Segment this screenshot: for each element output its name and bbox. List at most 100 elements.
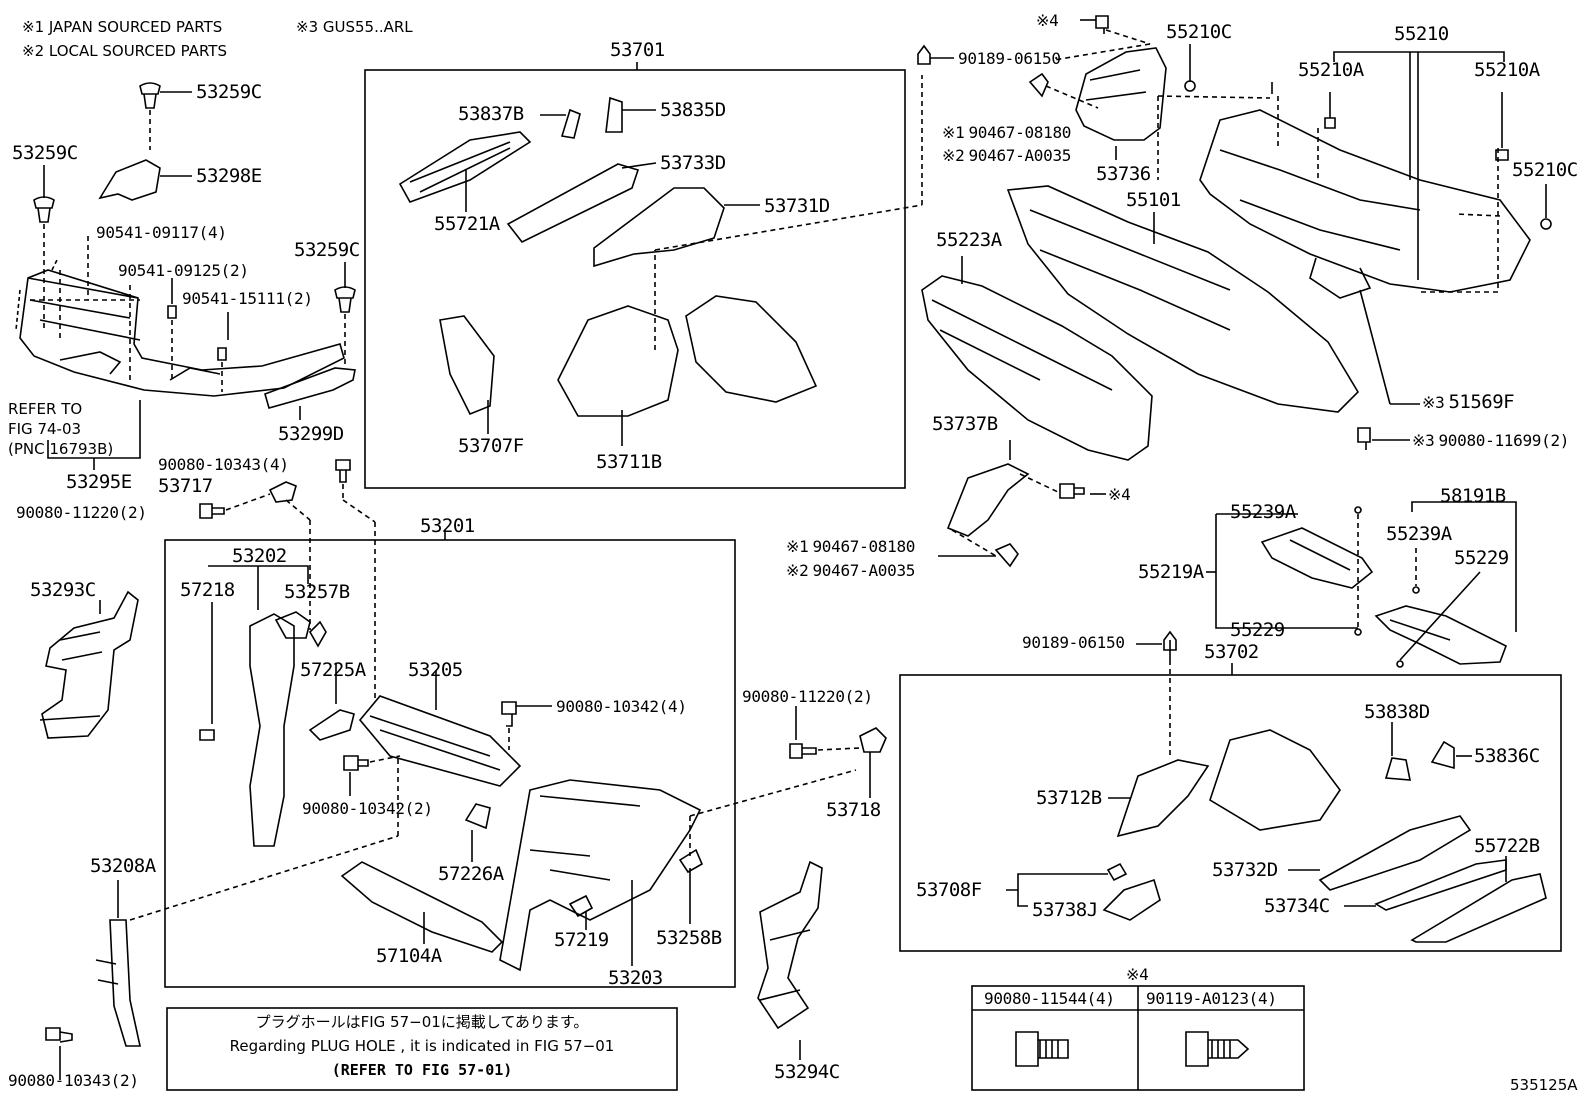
legend-note-2: ※2 LOCAL SOURCED PARTS [22,42,227,60]
insulator-55101 [1006,185,1360,413]
bolt-90080-10343-bottom [45,1027,73,1043]
bolt-90080-11544-drawing [1015,1031,1069,1067]
label-55219A: 55219A [1138,561,1204,583]
group-box-53201 [164,539,736,988]
footnote-ref: (REFER TO FIG 57-01) [331,1061,513,1079]
label-90080-10343-top: 90080-10343(4) [158,455,289,474]
label-90467-08180-top: 90467-08180 [968,123,1072,142]
label-90080-11699-text: 90080-11699(2) [1438,431,1570,450]
clip-53708F [1106,862,1128,882]
clip-55210A-right [1495,149,1509,161]
cowl-58191B [1374,605,1508,665]
marker-x3-51569F: ※3 [1422,393,1445,412]
label-55210: 55210 [1394,23,1449,45]
fastener-table [971,985,1305,1091]
label-53836C: 53836C [1474,745,1540,767]
bolt-90080-10342-right [501,701,517,727]
pillar-53208A [95,919,141,1047]
label-55229-right: 55229 [1454,547,1509,569]
label-90080-10342-right: 90080-10342(4) [556,697,687,716]
panel-53294C [757,860,823,1030]
label-53732D: 53732D [1212,859,1278,881]
clip-53259C-top [139,82,161,109]
bolt-90119-A0123-drawing [1185,1031,1250,1067]
marker-x1-mid-text: ※1 [786,537,809,556]
label-53738J: 53738J [1032,899,1098,921]
label-57104A: 57104A [376,945,442,967]
label-57218: 57218 [180,579,235,601]
bolt-clip-x4-mid [1059,483,1085,499]
label-55210A-right: 55210A [1474,59,1540,81]
label-53259C-top: 53259C [196,81,262,103]
label-55722B: 55722B [1474,835,1540,857]
rail-55722B [1410,873,1547,943]
support-57104A [340,861,504,953]
group-box-53701 [364,69,906,489]
label-57219: 57219 [554,929,609,951]
refer-line-2: FIG 74-03 [8,420,82,438]
fastener-table-marker: ※4 [1126,965,1149,984]
marker-x3-90080: ※3 [1412,431,1435,450]
label-53708F: 53708F [916,879,982,901]
label-51569F-text: 51569F [1448,391,1515,413]
pillar-57218-53202 [249,613,295,847]
label-53295E: 53295E [66,471,132,493]
label-53293C: 53293C [30,579,96,601]
bracket-57218 [199,729,215,741]
label-90467-A0035-mid: 90467-A0035 [812,561,916,580]
tray-55219A [1260,527,1374,589]
label-90467-A0035-top: 90467-A0035 [968,146,1072,165]
label-53837B: 53837B [458,103,524,125]
label-90080-11220-mid: 90080-11220(2) [742,687,873,706]
label-90080-10342-left: 90080-10342(2) [302,799,433,818]
marker-x4-mid: ※4 [1108,485,1131,504]
clip-90189-06150-top [917,44,931,65]
group-label-53701: 53701 [610,39,665,61]
label-55210A-left: 55210A [1298,59,1364,81]
label-57225A: 57225A [300,659,366,681]
bracket-53257B [309,620,327,648]
marker-x2-mid-text: ※2 [786,561,809,580]
clip-90467-mid [994,543,1019,568]
bracket-53838D [1384,757,1411,781]
label-55223A: 55223A [936,229,1002,251]
group-box-53702 [899,674,1562,952]
label-53717: 53717 [158,475,213,497]
label-55101: 55101 [1126,189,1181,211]
bracket-53718 [859,727,887,753]
undercover-53295E [19,269,345,397]
label-55239A-a: 55239A [1230,501,1296,523]
support-53205 [358,695,522,787]
label-90080-11220-left: 90080-11220(2) [16,503,147,522]
group-label-53702: 53702 [1204,641,1259,663]
bracket-53837B [560,108,581,139]
bracket-53258B [678,848,704,874]
panel-53298E [98,159,161,201]
bracket-53717 [268,481,297,503]
bracket-57225A [308,709,355,741]
label-55210C-top: 55210C [1166,21,1232,43]
legend-note-3: ※3 GUS55..ARL [296,18,413,36]
figure-id: 535125A [1510,1076,1578,1094]
label-53205: 53205 [408,659,463,681]
fastener-table-col1: 90080-11544(4) [984,989,1115,1008]
label-53258B: 53258B [656,927,722,949]
bolt-90080-10342-left [343,755,369,771]
rail-53732D [1318,815,1472,891]
panel-53293C [39,590,139,739]
reinforcement-53707F [439,315,495,416]
label-53208A: 53208A [90,855,156,877]
marker-x4-top: ※4 [1036,11,1059,30]
label-53707F: 53707F [458,435,524,457]
clip-53259C-left [33,196,55,223]
footnote-jp: プラグホールはFIG 57−01に掲載してあります。 [255,1013,589,1031]
label-90189-06150-top: 90189-06150 [958,49,1061,68]
refer-line-1: REFER TO [8,400,83,418]
label-53299D: 53299D [278,423,344,445]
bolt-90080-11220-mid [789,743,817,759]
